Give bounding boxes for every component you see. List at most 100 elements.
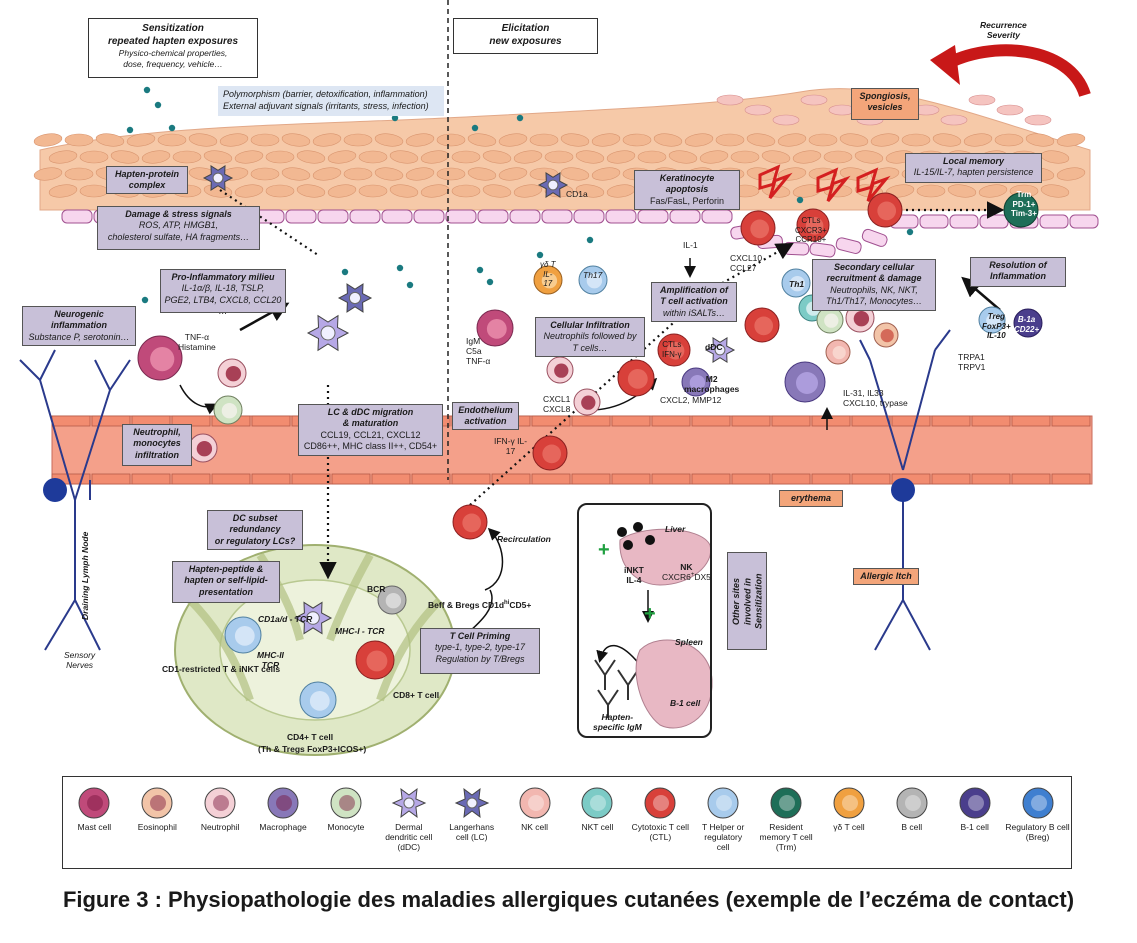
damage-box: Damage & stress signals ROS, ATP, HMGB1,… xyxy=(97,206,260,250)
amplification-desc: within iSALTs… xyxy=(662,307,726,318)
legend-item-label: Eosinophil xyxy=(137,822,177,832)
label-th17: Th17 xyxy=(583,270,603,280)
hapten-black-4 xyxy=(645,535,655,545)
plus-liver: + xyxy=(598,539,610,561)
legend-item: Regulatory B cell (Breg) xyxy=(998,785,1078,843)
local-memory-box: Local memory IL-15/IL-7, hapten persiste… xyxy=(905,153,1042,183)
neutrophil-infiltration-box: Neutrophil, monocytes infiltration xyxy=(122,424,192,466)
label-b1a: B-1a CD22+ xyxy=(1014,315,1040,334)
hapten-peptide-box: Hapten-peptide & hapten or self-lipid- p… xyxy=(172,561,280,603)
legend-cell-icon xyxy=(644,787,676,819)
damage-title: Damage & stress signals xyxy=(125,209,232,219)
neurogenic-title: Neurogenic inflammation xyxy=(50,309,107,331)
legend-item-label: T Helper or regulatory cell xyxy=(702,822,745,852)
legend-cell-icon xyxy=(959,787,991,819)
cellular-infiltration-desc: Neutrophils followed by T cells… xyxy=(543,331,637,353)
legend-item-label: Monocyte xyxy=(327,822,365,832)
apoptosis-bolts xyxy=(758,164,891,202)
legend-cell-icon xyxy=(896,787,928,819)
legend-item-label: Dermal dendritic cell (dDC) xyxy=(385,822,433,852)
legend-item: Cytotoxic T cell (CTL) xyxy=(620,785,700,843)
erythema-box: erythema xyxy=(779,490,843,507)
lc-migration-path xyxy=(219,189,319,256)
legend-item-label: NKT cell xyxy=(581,822,614,832)
secondary-desc: Neutrophils, NK, NKT, Th1/Th17, Monocyte… xyxy=(825,284,923,306)
label-liver: Liver xyxy=(665,524,686,534)
label-nk-sup: + xyxy=(690,572,695,579)
hapten-protein-title: Hapten-protein complex xyxy=(115,169,179,191)
lc-migration-box: LC & dDC migration & maturation CCL19, C… xyxy=(298,404,443,456)
legend-cell-icon xyxy=(330,787,362,819)
plus-spleen: + xyxy=(644,603,656,625)
local-memory-desc: IL-15/IL-7, hapten persistence xyxy=(913,167,1034,178)
legend-item: γδ T cell xyxy=(809,785,889,833)
legend-cell-icon xyxy=(267,787,299,819)
allergic-itch-box: Allergic Itch xyxy=(853,568,919,585)
label-spleen: Spleen xyxy=(675,637,703,647)
legend-cell-icon xyxy=(78,787,110,819)
legend-item: Dermal dendritic cell (dDC) xyxy=(369,785,449,852)
polymorphism-note: Polymorphism (barrier, detoxification, i… xyxy=(218,86,444,116)
label-treg: Treg FoxP3+ IL-10 xyxy=(982,312,1011,341)
label-beff-main: Beff & Bregs CD1d xyxy=(428,600,505,610)
legend-item-label: Macrophage xyxy=(259,822,307,832)
arrow-spleen-igm xyxy=(596,644,641,666)
hapten-black-2 xyxy=(633,522,643,532)
label-trm: Trm PD-1+ Tim-3+ xyxy=(1011,190,1037,219)
legend-item: Resident memory T cell (Trm) xyxy=(746,785,826,852)
legend-cell-icon xyxy=(707,787,739,819)
label-cd4: CD4+ T cell xyxy=(287,732,334,742)
legend-cell-icon xyxy=(833,787,865,819)
hapten-black-1 xyxy=(617,527,627,537)
label-cd1a: CD1a xyxy=(566,189,588,199)
amplification-title: Amplification of T cell activation xyxy=(660,285,728,307)
legend-item-label: Cytotoxic T cell (CTL) xyxy=(631,822,689,842)
sensitization-desc: Physico-chemical properties, dose, frequ… xyxy=(118,48,228,70)
pro-inflammatory-title: Pro-Inflammatory milieu xyxy=(171,272,275,282)
label-b1cell: B-1 cell xyxy=(670,698,701,708)
label-nk-main: NK xyxy=(680,562,693,572)
pro-inflammatory-box: Pro-Inflammatory milieu IL-1α/β, IL-18, … xyxy=(160,269,286,316)
elicitation-box: Elicitation new exposures xyxy=(453,18,598,54)
resolution-box: Resolution of Inflammation xyxy=(970,257,1066,287)
damage-desc: ROS, ATP, HMGB1, cholesterol sulfate, HA… xyxy=(107,220,250,242)
dc-subset-title: DC subset redundancy or regulatory LCs? xyxy=(214,513,296,546)
legend-item: Monocyte xyxy=(306,785,386,833)
legend-item: Neutrophil xyxy=(180,785,260,833)
pro-inflammatory-desc: IL-1α/β, IL-18, TSLP, PGE2, LTB4, CXCL8,… xyxy=(164,283,282,316)
label-cd8: CD8+ T cell xyxy=(393,690,440,700)
recurrence-label: Recurrence Severity xyxy=(980,20,1027,41)
keratinocyte-title: Keratinocyte apoptosis xyxy=(659,173,715,195)
endothelium-box: Endothelium activation xyxy=(452,402,519,430)
legend-item: T Helper or regulatory cell xyxy=(683,785,763,852)
label-recirculation: Recirculation xyxy=(497,534,551,544)
legend-cell-icon xyxy=(1022,787,1054,819)
label-igm: IgM C5a TNF-α xyxy=(466,336,491,367)
legend-item: NKT cell xyxy=(557,785,637,833)
organ-frame xyxy=(577,503,712,738)
label-il1: IL-1 xyxy=(683,240,698,250)
label-cxcl1: CXCL1 CXCL8 xyxy=(543,394,571,415)
keratinocyte-desc: Fas/FasL, Perforin xyxy=(649,195,725,206)
label-ddc: dDC xyxy=(705,342,723,352)
t-priming-desc: type-1, type-2, type-17 Regulation by T/… xyxy=(434,642,526,664)
figure-caption: Figure 3 : Physiopathologie des maladies… xyxy=(62,887,1075,912)
keratinocyte-box: Keratinocyte apoptosis Fas/FasL, Perfori… xyxy=(634,170,740,210)
neutrophil-infiltration-title: Neutrophil, monocytes infiltration xyxy=(133,427,181,460)
hapten-protein-box: Hapten-protein complex xyxy=(106,166,188,194)
label-mhci-tcr: MHC-I - TCR xyxy=(335,626,385,636)
neurogenic-desc: Substance P, serotonin… xyxy=(28,331,130,342)
label-cxcl2: CXCL2, MMP12 xyxy=(660,395,722,405)
label-sensory: Sensory Nerves xyxy=(64,650,96,671)
legend-item-label: NK cell xyxy=(521,822,549,832)
cellular-infiltration-box: Cellular Infiltration Neutrophils follow… xyxy=(535,317,645,357)
hapten-peptide-title: Hapten-peptide & hapten or self-lipid- p… xyxy=(184,564,268,597)
neurogenic-box: Neurogenic inflammation Substance P, ser… xyxy=(22,306,136,346)
igm-antibodies xyxy=(594,659,639,718)
label-cd1-restricted: CD1-restricted T & iNKT cells xyxy=(162,664,281,674)
lc-migration-title: LC & dDC migration & maturation xyxy=(327,407,414,429)
label-mhcii-tcr: MHC-II TCR xyxy=(257,650,284,671)
dc-subset-box: DC subset redundancy or regulatory LCs? xyxy=(207,510,303,550)
